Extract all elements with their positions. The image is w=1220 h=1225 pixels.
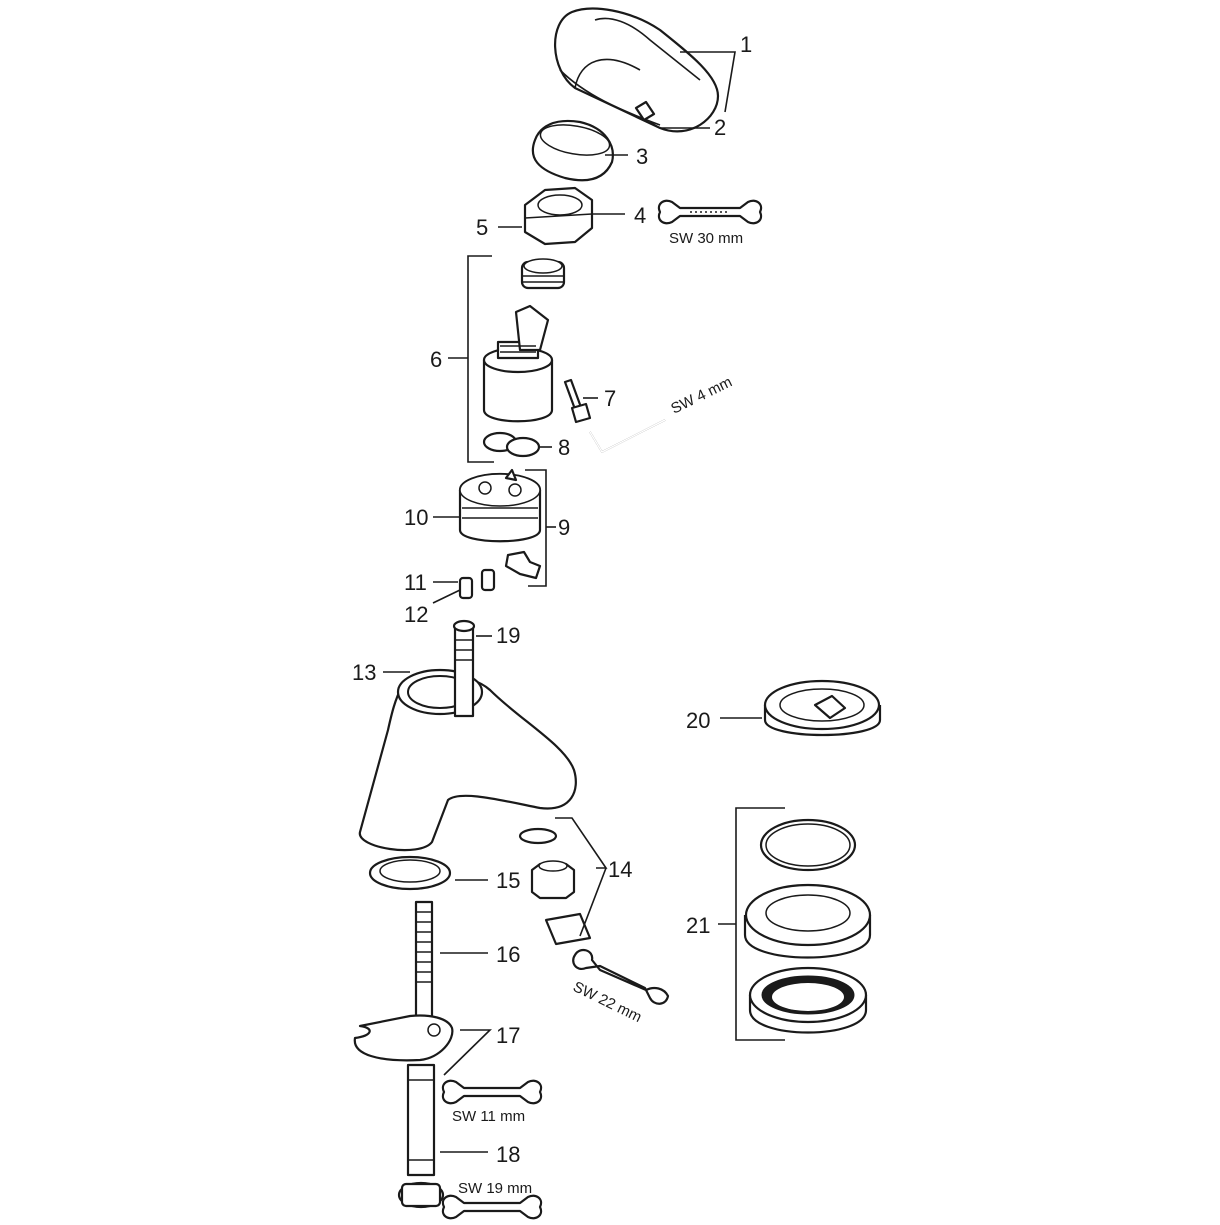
part-6-threaded-ring [520,258,566,290]
leader-lines [383,51,785,1153]
wrench-sw22-icon [572,948,670,1005]
part-4-5-hex-nut [523,186,594,246]
part-9-10-valve-insert [458,468,542,543]
label-11: 11 [404,570,427,595]
label-9: 9 [558,515,570,540]
part-12-check-valve [458,576,474,600]
part-17-clamp [353,1014,454,1062]
label-2: 2 [714,115,726,140]
part-2-set-screw [634,100,656,122]
wrench-size-sw30: SW 30 mm [669,230,743,247]
part-1-handle [554,7,720,133]
part-19-inlet-hose [452,619,476,718]
label-20: 20 [686,708,710,733]
label-10: 10 [404,505,428,530]
label-14: 14 [608,857,632,882]
label-7: 7 [604,386,616,411]
part-20-drain-cap [763,679,882,737]
part-9-clip [504,550,542,580]
part-15-base-ring [368,855,452,891]
label-8: 8 [558,435,570,460]
label-18: 18 [496,1142,520,1167]
label-1: 1 [740,32,752,57]
part-6-cartridge [482,304,554,423]
wrench-size-sw11: SW 11 mm [452,1108,525,1125]
part-14-aerator-set [518,827,592,946]
wrench-size-sw4: SW 4 mm [668,373,735,417]
part-11-check-valve [480,568,496,592]
part-18-long-nut [397,1063,445,1209]
label-15: 15 [496,868,520,893]
wrench-sw19-icon [441,1194,543,1220]
label-4: 4 [634,203,646,228]
part-16-threaded-rod [414,900,434,1029]
label-5: 5 [476,215,488,240]
wrench-sw30-icon [657,199,763,225]
part-7-screw [563,378,592,424]
label-16: 16 [496,942,520,967]
label-3: 3 [636,144,648,169]
part-8-seals [482,431,541,458]
wrench-sw11-icon [441,1079,543,1105]
label-17: 17 [496,1023,520,1048]
part-3-cover-cap [531,119,614,182]
label-6: 6 [430,347,442,372]
label-13: 13 [352,660,376,685]
wrench-size-sw19: SW 19 mm [458,1180,532,1197]
label-19: 19 [496,623,520,648]
part-21-seal-set [743,818,872,1034]
label-21: 21 [686,913,710,938]
allen-key [589,419,666,454]
label-12: 12 [404,602,428,627]
